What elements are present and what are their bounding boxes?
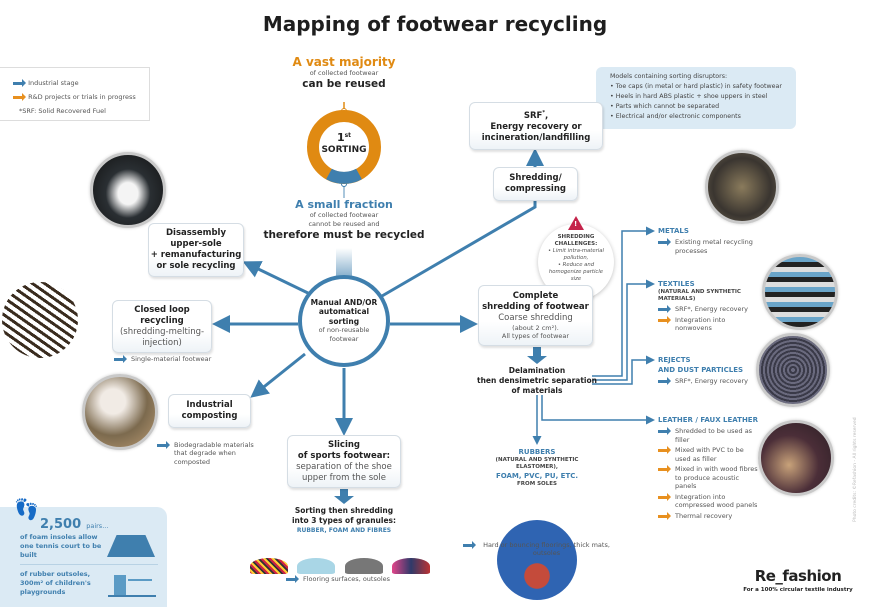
rubber-granules-photo	[250, 558, 288, 574]
arrow-icon	[658, 492, 671, 501]
foam-granules-photo	[297, 558, 336, 574]
recycle-arc	[326, 168, 362, 184]
playground-icon	[108, 569, 156, 597]
disruptor-item: • Parts which cannot be separated	[610, 103, 720, 110]
arrow-to-composting	[250, 352, 306, 398]
blue-arrow-icon	[13, 78, 26, 87]
composting-outlet: Biodegradable materials that degrade whe…	[157, 440, 267, 467]
arrow-icon	[286, 575, 299, 583]
arrow-icon	[114, 355, 127, 363]
sneaker-photo	[90, 152, 166, 228]
footprints-icon: 👣	[14, 497, 39, 521]
arrow-icon	[463, 540, 476, 549]
legend-srf-note: *SRF: Solid Recovered Fuel	[19, 107, 106, 115]
arrow-icon	[658, 465, 671, 473]
outlet-item: Thermal recovery	[658, 511, 758, 521]
compost-shoe-photo	[82, 374, 158, 450]
metals-photo	[705, 150, 779, 224]
legend: Industrial stage R&D projects or trials …	[0, 67, 150, 121]
orange-arrow-icon	[13, 92, 26, 101]
disruptor-item: • Heels in hard ABS plastic + shoe upper…	[610, 93, 768, 100]
textiles-photo	[762, 254, 838, 330]
warning-icon	[568, 216, 584, 230]
rejects-section: REJECTS AND DUST PARTICLES SRF*, Energy …	[658, 355, 758, 386]
arrow-icon	[658, 315, 671, 324]
closed-loop-outlet: Single-material footwear	[114, 355, 244, 364]
textiles-section: TEXTILES (NATURAL AND SYNTHETIC MATERIAL…	[658, 279, 758, 333]
granules-photos	[250, 558, 430, 576]
shredding-compressing-box: Shredding/compressing	[493, 167, 578, 201]
leather-section: LEATHER / FAUX LEATHER Shredded to be us…	[658, 416, 758, 521]
metals-section: METALS Existing metal recycling processe…	[658, 226, 758, 255]
tennis-court-icon	[107, 535, 155, 557]
arrow-icon	[157, 440, 170, 449]
legend-industrial: Industrial stage	[13, 76, 149, 90]
reuse-text: A vast majority of collected footwear ca…	[292, 55, 396, 90]
outlet-item: Mixed in with wood fibres to produce aco…	[658, 465, 758, 491]
stats-panel: 👣 2,500 pairs... of foam insoles allow o…	[0, 497, 167, 607]
page-title: Mapping of footwear recycling	[262, 12, 608, 36]
arrow-icon	[658, 427, 671, 435]
outlet-item: Shredded to be used as filler	[658, 427, 758, 444]
rubbers-outlet: Hard or bouncing floorings, thick mats, …	[463, 540, 613, 558]
arrow-icon	[658, 305, 671, 313]
outlet-item: SRF*, Energy recovery	[658, 377, 758, 386]
outlet-item: Integration into compressed wood panels	[658, 492, 758, 510]
leather-photo	[758, 420, 834, 496]
disruptor-item: • Toe caps (in metal or hard plastic) in…	[610, 83, 782, 90]
arrow-icon	[658, 238, 671, 246]
disruptor-item: • Electrical and/or electronic component…	[610, 113, 741, 120]
central-sorting-circle: Manual AND/OR automatical sorting of non…	[298, 275, 390, 367]
arrow-icon	[658, 511, 671, 520]
outlet-item: Existing metal recycling processes	[658, 238, 758, 255]
arrow-icon	[658, 377, 671, 385]
outlet-item: Mixed with PVC to be used as filler	[658, 446, 758, 463]
brand-logo: Re_fashion For a 100% circular textile i…	[743, 567, 853, 593]
court-photo	[497, 520, 577, 600]
photo-credits: Photo credits: ©Refashion - All rights r…	[853, 417, 858, 522]
legend-rnd: R&D projects or trials in progress	[13, 90, 149, 104]
granules-outlet: Flooring surfaces, outsoles	[286, 575, 426, 584]
disruptors-panel: Models containing sorting disruptors: • …	[596, 67, 796, 129]
recycle-text: A small fraction of collected footwear c…	[263, 198, 425, 241]
outlet-item: SRF*, Energy recovery	[658, 305, 758, 314]
rubbers-section: RUBBERS (NATURAL AND SYNTHETIC ELASTOMER…	[495, 448, 579, 487]
arrow-to-disassembly	[242, 261, 311, 296]
fibres-granules-photo	[344, 558, 383, 574]
arrow-icon	[658, 446, 671, 454]
mixed-granules-photo	[391, 558, 430, 574]
rejects-photo	[756, 333, 830, 407]
outlet-item: Integration into nonwovens	[658, 315, 758, 333]
twigs-photo	[2, 282, 78, 358]
sorting-ring-label: 1st SORTING	[321, 131, 367, 155]
